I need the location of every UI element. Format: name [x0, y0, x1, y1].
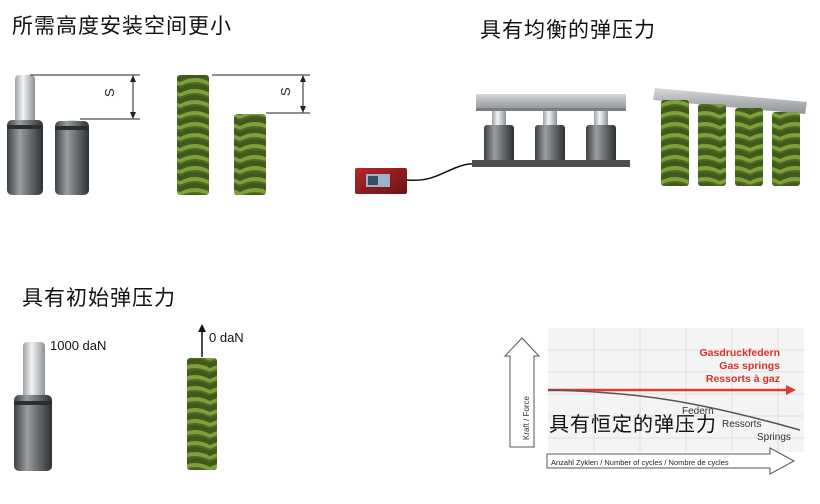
gas-spring-compressed: [55, 120, 89, 195]
heading-constant-force: 具有恒定的弹压力: [549, 412, 717, 436]
coil-spring-curve: [547, 389, 801, 431]
legend-gas-de: Gasdruckfedern: [699, 347, 780, 359]
coil-spring-compressed: [234, 114, 266, 195]
heading-initial-force: 具有初始弹压力: [22, 286, 176, 310]
force-graph: [503, 328, 804, 475]
gas-spring-press-plate: [476, 94, 626, 111]
x-axis-label: Anzahl Zyklen / Number of cycles / Nombr…: [551, 458, 729, 467]
stroke-dimension-gas: [30, 74, 140, 120]
gas-spring-extended: [7, 75, 43, 195]
stroke-label-gas: S: [102, 88, 117, 97]
press-gas-spring-2: [535, 111, 565, 162]
heading-smaller-space: 所需高度安装空间更小: [12, 14, 232, 38]
stroke-label-coil: S: [278, 87, 293, 96]
legend-spring-en: Springs: [757, 432, 791, 443]
initial-force-coil: 0 daN: [209, 330, 244, 345]
legend-gas-en: Gas springs: [719, 360, 780, 372]
manifold-base: [472, 160, 630, 167]
press-gas-spring-1: [484, 111, 514, 162]
tilted-plate: [653, 88, 807, 114]
press-gas-spring-3: [586, 111, 616, 162]
control-panel-box: [355, 168, 407, 194]
coil-spring-extended: [177, 75, 209, 195]
legend-spring-de: Federn: [682, 406, 714, 417]
coil-spring-set: [661, 100, 800, 186]
legend-gas-fr: Ressorts à gaz: [706, 373, 780, 385]
legend-spring-fr: Ressorts: [722, 419, 761, 430]
stroke-dimension-coil: [212, 74, 310, 114]
y-axis-label: Kraft / Force: [522, 395, 531, 440]
initial-force-gas: 1000 daN: [50, 338, 106, 353]
heading-balanced-force: 具有均衡的弹压力: [480, 18, 656, 42]
coil-spring-unloaded: [187, 358, 217, 470]
gas-spring-preloaded: [14, 342, 52, 471]
